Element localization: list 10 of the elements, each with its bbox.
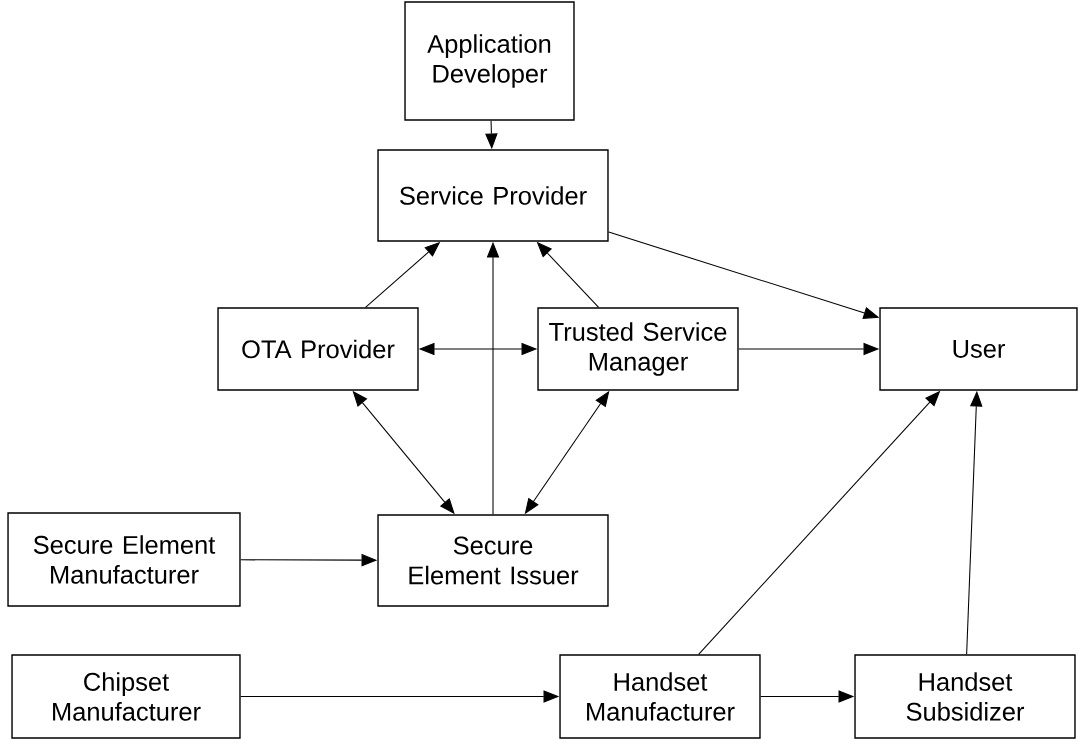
process-box: Handset Subsidizer <box>854 654 1076 739</box>
process-box: Handset Manufacturer <box>559 654 761 739</box>
process-box: User <box>879 307 1078 391</box>
process-box: Trusted Service Manager <box>537 307 739 391</box>
process-box: Chipset Manufacturer <box>11 654 241 739</box>
process-box: Application Developer <box>404 1 575 121</box>
process-box: OTA Provider <box>217 307 419 391</box>
process-box: Secure Element Manufacturer <box>7 512 241 607</box>
process-box: Service Provider <box>377 149 609 242</box>
process-box: Secure Element Issuer <box>377 514 609 607</box>
